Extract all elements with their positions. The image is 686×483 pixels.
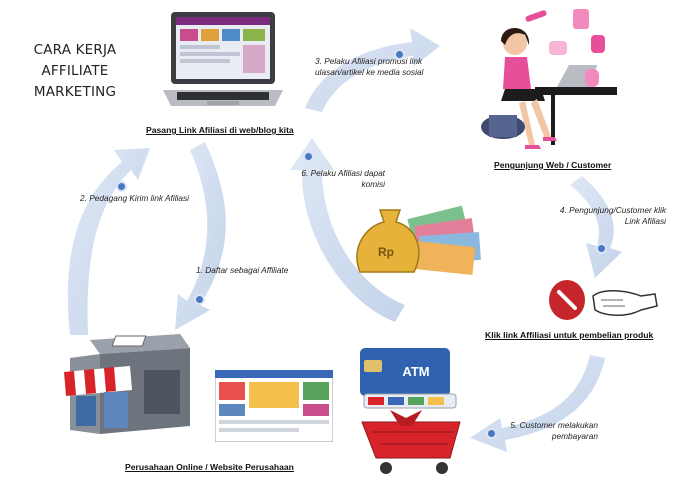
step-3-label: 3. Pelaku Afiliasi promosi link ulasan/a… (315, 56, 423, 77)
website-illustration (215, 370, 333, 442)
money-illustration: Rp (356, 205, 481, 276)
step-3-line-2: ulasan/artikel ke media sosial (315, 66, 424, 77)
arrow-dot-step-3 (394, 49, 405, 60)
arrow-dot-step-4 (596, 243, 607, 254)
step-5-line-2: pembayaran (551, 430, 598, 441)
atm-cart-illustration: ATM (360, 348, 461, 474)
step-5-label: 5. Customer melakukan pembayaran (490, 420, 598, 441)
arrow-step-6 (290, 138, 405, 322)
laptop-illustration (163, 12, 283, 106)
shop-illustration (64, 334, 190, 434)
step-4-label: 4. Pengunjung/Customer klik Link Afilias… (536, 205, 666, 226)
step-2-label: 2. Pedagang Kirim link Afiliasi (80, 193, 189, 203)
arrow-step-2 (67, 148, 150, 335)
arrow-step-3 (305, 28, 440, 112)
node-label-company: Perusahaan Online / Website Perusahaan (125, 462, 294, 472)
step-6-line-1: 6. Pelaku Afiliasi dapat (301, 168, 385, 178)
arrow-step-5 (470, 355, 605, 452)
node-label-customer: Pengunjung Web / Customer (494, 160, 612, 170)
arrow-step-4 (570, 176, 622, 278)
money-bag-text: Rp (378, 245, 394, 259)
title-line-2: AFFILIATE MARKETING (33, 63, 117, 100)
arrow-dot-step-2 (116, 181, 127, 192)
step-6-label: 6. Pelaku Afiliasi dapat komisi (285, 168, 385, 189)
click-illustration (549, 280, 658, 320)
node-label-laptop: Pasang Link Afiliasi di web/blog kita (146, 125, 294, 135)
atm-card-text: ATM (402, 364, 429, 379)
customer-illustration (481, 9, 617, 149)
step-4-line-1: 4. Pengunjung/Customer klik (559, 205, 666, 215)
step-4-line-2: Link Afiliasi (624, 215, 666, 226)
diagram-title: CARA KERJA AFFILIATE MARKETING (0, 40, 150, 103)
node-label-click: Klik link Affiliasi untuk pembelian prod… (485, 330, 654, 340)
step-5-line-1: 5. Customer melakukan (510, 420, 598, 430)
step-6-line-2: komisi (361, 178, 385, 189)
arrow-dot-step-1 (194, 294, 205, 305)
arrow-step-1 (175, 142, 226, 330)
step-3-line-1: 3. Pelaku Afiliasi promosi link (315, 56, 423, 66)
title-line-1: CARA KERJA (33, 42, 117, 58)
arrow-dot-step-6 (303, 151, 314, 162)
arrow-dot-step-5 (486, 428, 497, 439)
step-1-label: 1. Daftar sebagai Affiliate (196, 265, 289, 275)
